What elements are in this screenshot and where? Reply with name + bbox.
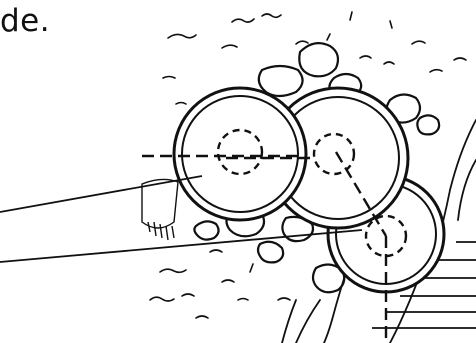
circle-left (174, 88, 306, 220)
shadow-hatching (142, 179, 178, 240)
